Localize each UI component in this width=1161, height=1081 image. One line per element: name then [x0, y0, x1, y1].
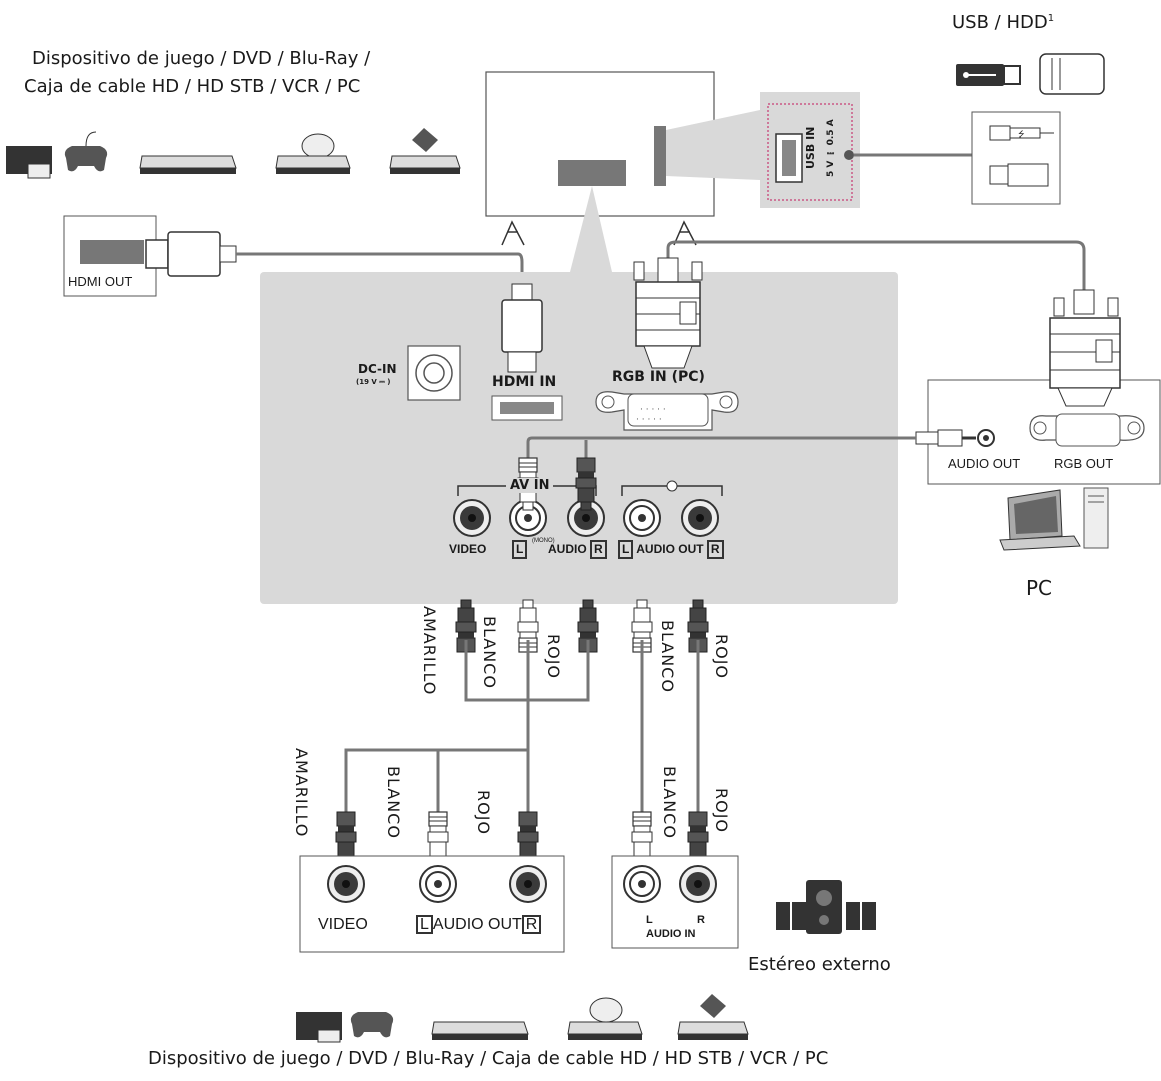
audio-out-l-jack — [623, 499, 661, 537]
usb-cable-plug-icon: ⭍ — [989, 125, 1054, 141]
hdmi-cable-plug-left — [145, 231, 237, 277]
audio-out-r-jack — [681, 499, 719, 537]
pc-rgb-out-label: RGB OUT — [1054, 456, 1114, 471]
cable-label-amarillo-lower: AMARILLO — [292, 748, 311, 838]
vcr-icon — [389, 128, 461, 174]
device-video-jack — [327, 865, 365, 903]
cable-label-amarillo-upper: AMARILLO — [420, 606, 439, 696]
cable-label-blanco-out-upper: BLANCO — [658, 620, 677, 693]
speaker-system-icon — [776, 880, 876, 934]
cable-label-blanco-audioin: BLANCO — [660, 766, 679, 839]
pc-audio-cable — [526, 436, 916, 458]
audio-in-label: AUDIO IN — [646, 928, 696, 940]
hdmi-in-plug — [501, 283, 543, 373]
top-devices-caption-line2: Caja de cable HD / HD STB / VCR / PC — [24, 76, 361, 97]
rgb-cable — [666, 240, 1086, 290]
dvd-player-icon-bottom — [431, 1021, 529, 1040]
panel-label-mono: (MONO) — [532, 538, 555, 544]
hdmi-in-label: HDMI IN — [492, 374, 557, 390]
rgb-out-port — [1029, 413, 1145, 447]
panel-label-audio-r: AUDIO R — [548, 540, 607, 559]
disc-player-icon — [275, 133, 351, 174]
usb-device-box — [971, 111, 1061, 205]
panel-label-audio-out: L AUDIO OUT R — [618, 540, 724, 559]
usb-connection-dot — [844, 150, 854, 160]
hdmi-out-label: HDMI OUT — [68, 274, 133, 289]
top-devices-caption-line1: Dispositivo de juego / DVD / Blu-Ray / — [32, 48, 371, 69]
audio-in-r-label: R — [697, 914, 705, 926]
hdd-icon — [1039, 53, 1105, 95]
bottom-devices-caption: Dispositivo de juego / DVD / Blu-Ray / C… — [148, 1048, 829, 1069]
video-in-jack — [453, 499, 491, 537]
cable-label-blanco-upper: BLANCO — [480, 616, 499, 689]
cable-label-rojo-out-upper: ROJO — [712, 634, 731, 680]
device-label-video: VIDEO — [318, 916, 368, 933]
svg-text:⭍: ⭍ — [1018, 130, 1025, 139]
audio-out-jack-pc — [915, 429, 995, 447]
svg-text:· · · · ·: · · · · · — [636, 415, 662, 425]
usb-stick-icon — [956, 64, 1021, 86]
vcr-icon-bottom — [677, 994, 749, 1040]
panel-label-video: VIDEO — [449, 542, 487, 556]
disc-player-icon-bottom — [567, 997, 643, 1040]
device-audio-r-jack — [509, 865, 547, 903]
tv-port-block — [558, 160, 626, 186]
panel-zoom-wedge — [570, 186, 612, 272]
console-icon — [6, 146, 52, 179]
dc-in-spec: (19 V ⎓ ) — [356, 378, 391, 386]
laptop-icon — [999, 489, 1081, 551]
pc-label: PC — [1026, 576, 1053, 600]
hdmi-cable — [236, 252, 524, 284]
panel-label-l: L — [512, 540, 528, 559]
rgb-in-port: · · · · · · · · · · — [595, 391, 739, 431]
usb-hdd-label: USB / HDD1 — [952, 12, 1055, 33]
audio-in-l-label: L — [646, 914, 653, 926]
device-audio-l-jack — [419, 865, 457, 903]
stereo-audio-r-jack — [679, 865, 717, 903]
usb-hdd-footnote: 1 — [1047, 13, 1055, 24]
console-icon-bottom — [296, 1012, 342, 1043]
hdmi-out-port — [80, 240, 144, 264]
av-in-title: AV IN — [506, 478, 554, 493]
pc-audio-out-label: AUDIO OUT — [948, 456, 1021, 471]
pc-audio-plug-r — [575, 457, 597, 511]
dc-in-label: DC-IN — [358, 362, 397, 376]
cable-label-blanco-lower: BLANCO — [384, 766, 403, 839]
usb-port-label: USB IN — [804, 126, 817, 170]
rgb-out-plug — [1049, 289, 1121, 407]
usb-port-power: 5 V ⎓ 0.5 A — [826, 119, 836, 177]
external-stereo-label: Estéreo externo — [748, 954, 891, 975]
tv-side-port — [654, 126, 666, 186]
usb-flash-drive-icon — [989, 163, 1049, 187]
cable-label-rojo-audioin: ROJO — [712, 788, 731, 834]
svg-text:· · · · ·: · · · · · — [640, 405, 666, 415]
usb-zoom-wedge — [666, 110, 760, 180]
dvd-player-icon — [139, 155, 237, 174]
gamepad-icon — [64, 131, 108, 172]
tv-stand-left — [501, 220, 525, 246]
rgb-in-label: RGB IN (PC) — [612, 369, 705, 385]
desktop-tower-icon — [1083, 487, 1109, 549]
stereo-audio-l-jack — [623, 865, 661, 903]
cable-label-rojo-lower: ROJO — [474, 790, 493, 836]
rgb-in-plug — [633, 257, 703, 369]
cable-label-rojo-upper: ROJO — [544, 634, 563, 680]
tv-stand-right — [673, 220, 697, 246]
gamepad-icon-bottom — [350, 1012, 394, 1038]
